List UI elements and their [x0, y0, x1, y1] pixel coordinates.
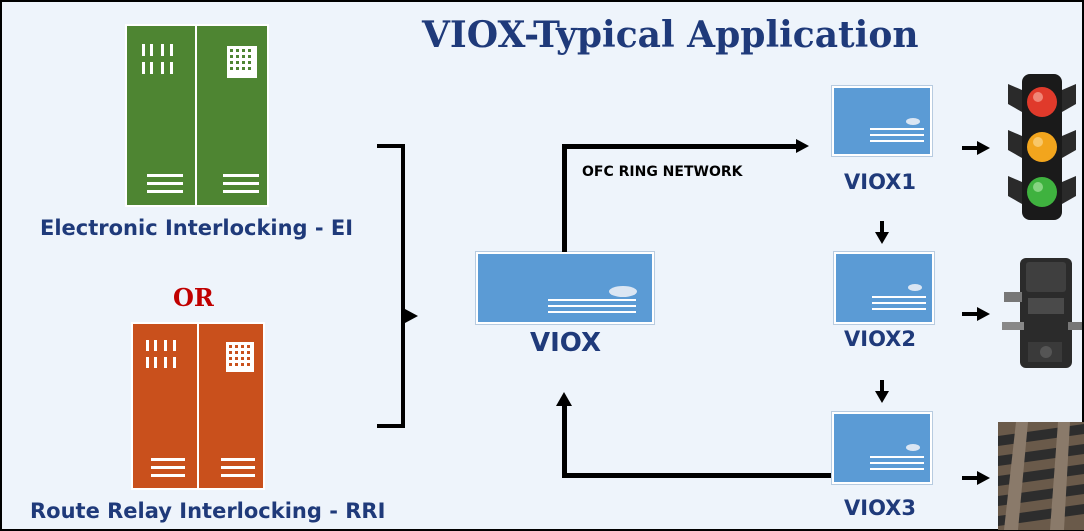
ring-top-line — [562, 144, 796, 149]
viox2-label: VIOX2 — [844, 327, 916, 351]
rri-cabinet-details — [146, 340, 255, 477]
ring-arrow-to-viox1 — [796, 139, 809, 153]
viox-main-label: VIOX — [530, 328, 602, 358]
arrow-viox2-viox3-line — [880, 380, 884, 392]
ei-cabinet-details — [142, 44, 259, 193]
arrow-viox2-viox3-head — [875, 391, 889, 403]
arrow-viox1-viox2-head — [875, 232, 889, 244]
ring-up-line — [562, 144, 567, 252]
arrow-to-track-line — [962, 476, 978, 480]
traffic-signal-icon — [1008, 74, 1076, 220]
viox1-label: VIOX1 — [844, 170, 916, 194]
arrow-to-point-machine-head — [977, 307, 990, 321]
viox3-label: VIOX3 — [844, 496, 916, 520]
arrow-to-track-head — [977, 471, 990, 485]
point-machine-icon — [1002, 258, 1082, 368]
ei-label: Electronic Interlocking - EI — [40, 216, 354, 240]
ring-return-vertical — [562, 406, 567, 478]
diagram-title: VIOX-Typical Application — [422, 14, 919, 56]
arrow-to-signal-line — [962, 146, 978, 150]
rri-label: Route Relay Interlocking - RRI — [30, 499, 386, 523]
viox-main-device — [476, 252, 654, 324]
ring-bottom-line — [562, 473, 832, 478]
ring-arrow-to-viox — [556, 392, 572, 406]
or-label: OR — [173, 283, 214, 312]
ofc-ring-label: OFC RING NETWORK — [582, 164, 743, 180]
viox2-device — [834, 252, 934, 324]
viox3-device — [832, 412, 932, 484]
arrow-to-signal-head — [977, 141, 990, 155]
arrow-viox1-viox2-line — [880, 221, 884, 233]
bracket-vertical — [401, 144, 405, 428]
railway-track-icon — [998, 422, 1084, 530]
rri-cabinet — [131, 322, 265, 490]
bracket-top — [377, 144, 405, 148]
ei-cabinet — [125, 24, 269, 207]
viox1-device — [832, 86, 932, 156]
bracket-bottom — [377, 424, 405, 428]
arrow-to-point-machine-line — [962, 312, 978, 316]
bracket-arrow — [405, 309, 418, 323]
